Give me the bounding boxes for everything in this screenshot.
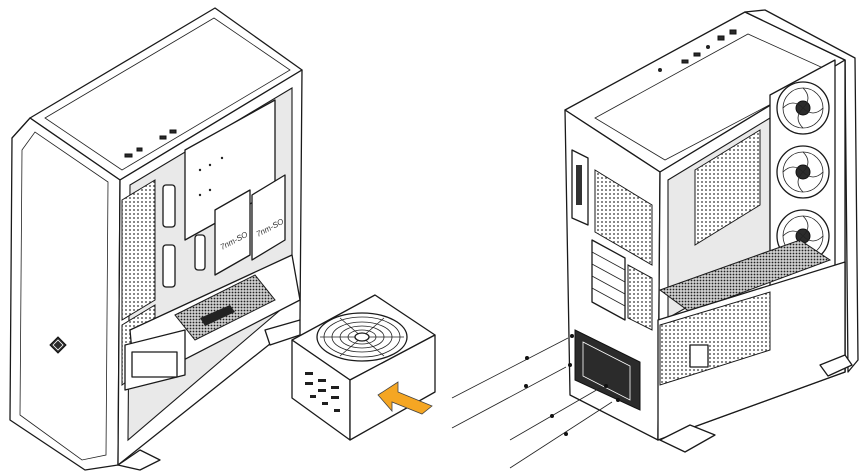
- cable-grommet-3: [194, 234, 206, 271]
- case-front-panel: [9, 117, 121, 471]
- screw-guide-lines: [451, 337, 613, 469]
- case-logo-icon: [49, 336, 67, 354]
- screw-line-1: [451, 337, 569, 399]
- top-io-port-2: [136, 147, 143, 152]
- screw-icon-1: [525, 356, 529, 360]
- interior-mesh-upper: [694, 129, 761, 246]
- top-io-port-3: [159, 135, 167, 140]
- top-io-right-2: [693, 52, 701, 57]
- psu-shroud-mesh-right: [658, 239, 832, 313]
- case-foot-front: [117, 449, 161, 471]
- pc-case-left: 7nm-SO 7nm-SO: [9, 7, 303, 471]
- cable-grommet-2: [162, 244, 176, 288]
- top-io-port-4: [169, 129, 177, 134]
- psu-shroud-vent: [659, 291, 771, 386]
- top-io-port-1: [124, 153, 133, 158]
- screw-icon-4: [564, 432, 568, 436]
- pc-case-right: [564, 9, 859, 453]
- expansion-slots: [591, 239, 626, 321]
- top-io-right-1: [681, 59, 689, 64]
- screw-icon-3: [550, 414, 554, 418]
- rear-side-mesh: [627, 264, 653, 331]
- case-foot-right-2: [819, 354, 853, 377]
- psu-screw-holes: [568, 334, 620, 402]
- screw-line-3: [509, 387, 601, 441]
- psu-bracket-cutout: [131, 351, 178, 378]
- top-io-right-4: [729, 29, 737, 35]
- case-foot-right-1: [659, 424, 716, 453]
- insert-direction-arrow-icon: [377, 381, 433, 415]
- screw-line-4: [509, 401, 613, 469]
- psu-modular-connectors: [305, 372, 340, 412]
- power-supply-unit: [291, 294, 436, 441]
- shroud-cutout: [689, 344, 709, 368]
- screw-line-2: [451, 366, 567, 429]
- screw-icon-2: [524, 384, 528, 388]
- ssd-bracket-1: [214, 189, 251, 276]
- rear-fan-mesh: [594, 169, 653, 266]
- cable-grommet-1: [162, 184, 176, 228]
- ssd-bracket-2: [251, 174, 286, 261]
- top-io-right-3: [717, 35, 725, 41]
- rear-psu-opening: [574, 329, 641, 411]
- case-left-mesh-upper: [121, 179, 156, 321]
